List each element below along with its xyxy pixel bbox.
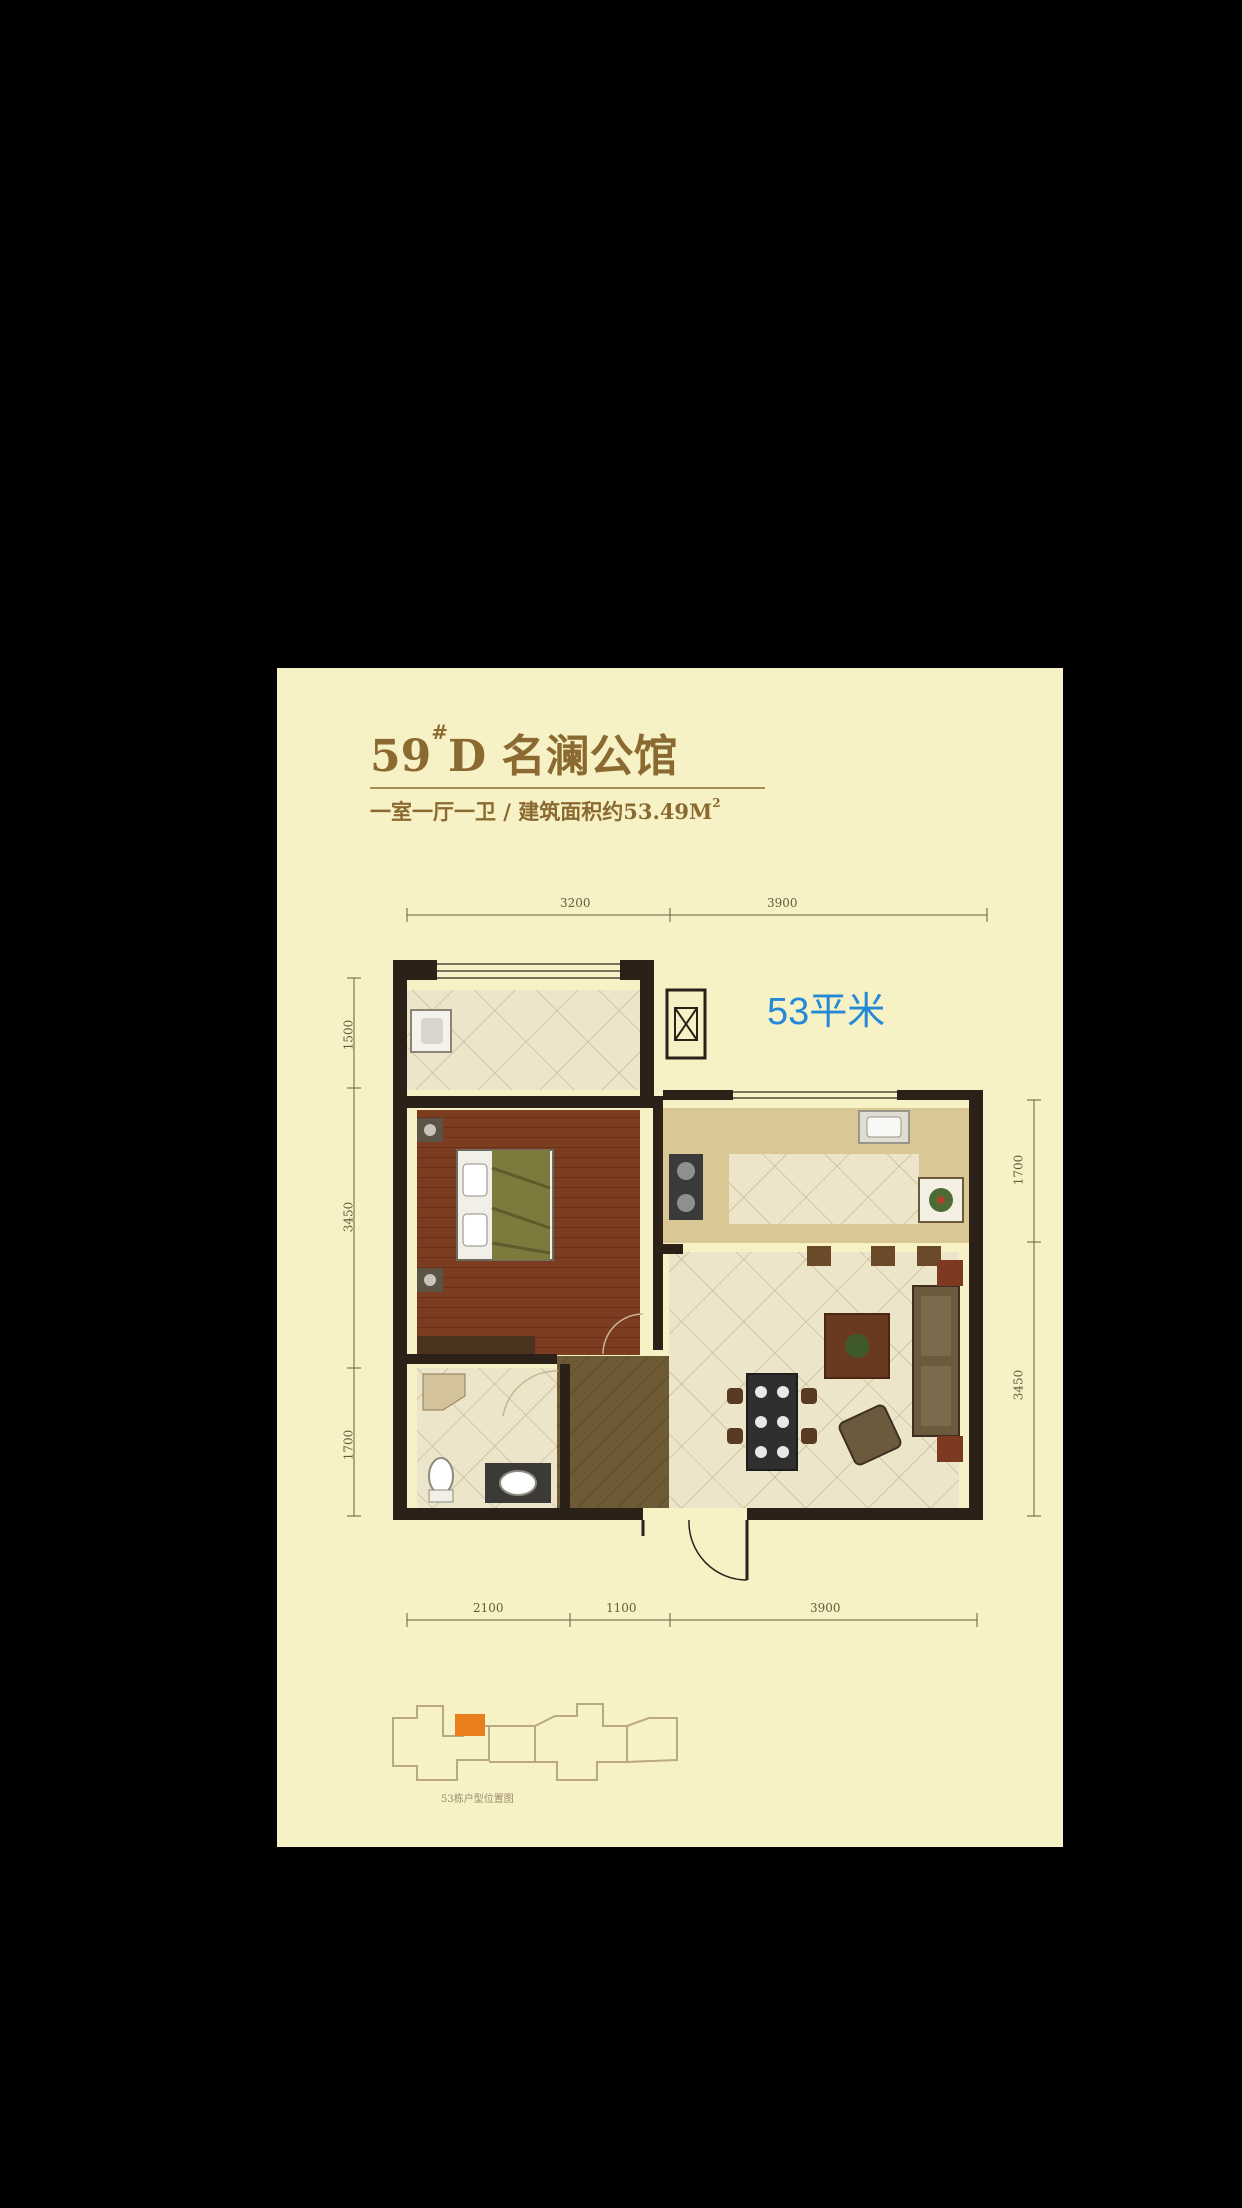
layout-and-area: 一室一厅一卫 / 建筑面积约53.49M <box>370 799 713 824</box>
shower-tray <box>422 1373 466 1411</box>
shaft-icon <box>665 988 707 1060</box>
wardrobe <box>417 1336 535 1354</box>
hallway-floor <box>557 1356 670 1508</box>
entry-door-icon <box>641 1519 749 1581</box>
plan-subtitle: 一室一厅一卫 / 建筑面积约53.49M2 <box>370 796 721 826</box>
dim-top-1: 3200 <box>560 896 591 910</box>
washbasin-icon <box>485 1463 551 1503</box>
dim-top-2: 3900 <box>767 896 798 910</box>
bed-icon <box>417 1118 554 1292</box>
sink-icon <box>858 1110 910 1144</box>
armchair-icon <box>838 1404 902 1466</box>
bathroom-door-swing-icon <box>502 1370 559 1417</box>
door-swing-icon <box>602 1313 644 1355</box>
dim-bottom-2: 1100 <box>606 1601 637 1615</box>
dining-table-icon <box>727 1373 817 1471</box>
dim-bottom-1: 2100 <box>473 1601 504 1615</box>
bar-stools <box>807 1246 941 1266</box>
keyplan-icon <box>392 1703 678 1781</box>
unit-letter: D <box>448 731 487 782</box>
sofa-icon <box>912 1260 963 1462</box>
kitchen-counter-tile <box>729 1154 919 1224</box>
stove-icon <box>669 1154 703 1220</box>
toilet-icon <box>428 1457 454 1503</box>
area-unit-exponent: 2 <box>712 796 721 810</box>
living-room-floor <box>669 1252 959 1508</box>
coffee-table-icon <box>824 1313 890 1379</box>
building-number-mark: # <box>431 720 448 744</box>
project-name: 名澜公馆 <box>501 731 678 782</box>
keyplan-highlight <box>455 1714 485 1736</box>
plant-icon <box>918 1177 964 1223</box>
area-annotation: 53平米 <box>767 991 886 1033</box>
plan-title: 59#D 名澜公馆 <box>370 720 677 784</box>
building-number: 59 <box>370 731 432 782</box>
title-divider <box>370 787 765 789</box>
floor-plan-drawing <box>347 908 1041 1781</box>
dim-bottom-3: 3900 <box>810 1601 841 1615</box>
floor-plan-card: 59#D 名澜公馆 一室一厅一卫 / 建筑面积约53.49M2 53平米 320… <box>277 668 1063 1847</box>
keyplan-caption: 53栋户型位置图 <box>441 1794 514 1805</box>
walls <box>393 960 983 1520</box>
dimension-lines <box>347 908 1041 1627</box>
washer-icon <box>410 1009 452 1053</box>
windows <box>437 963 897 1099</box>
